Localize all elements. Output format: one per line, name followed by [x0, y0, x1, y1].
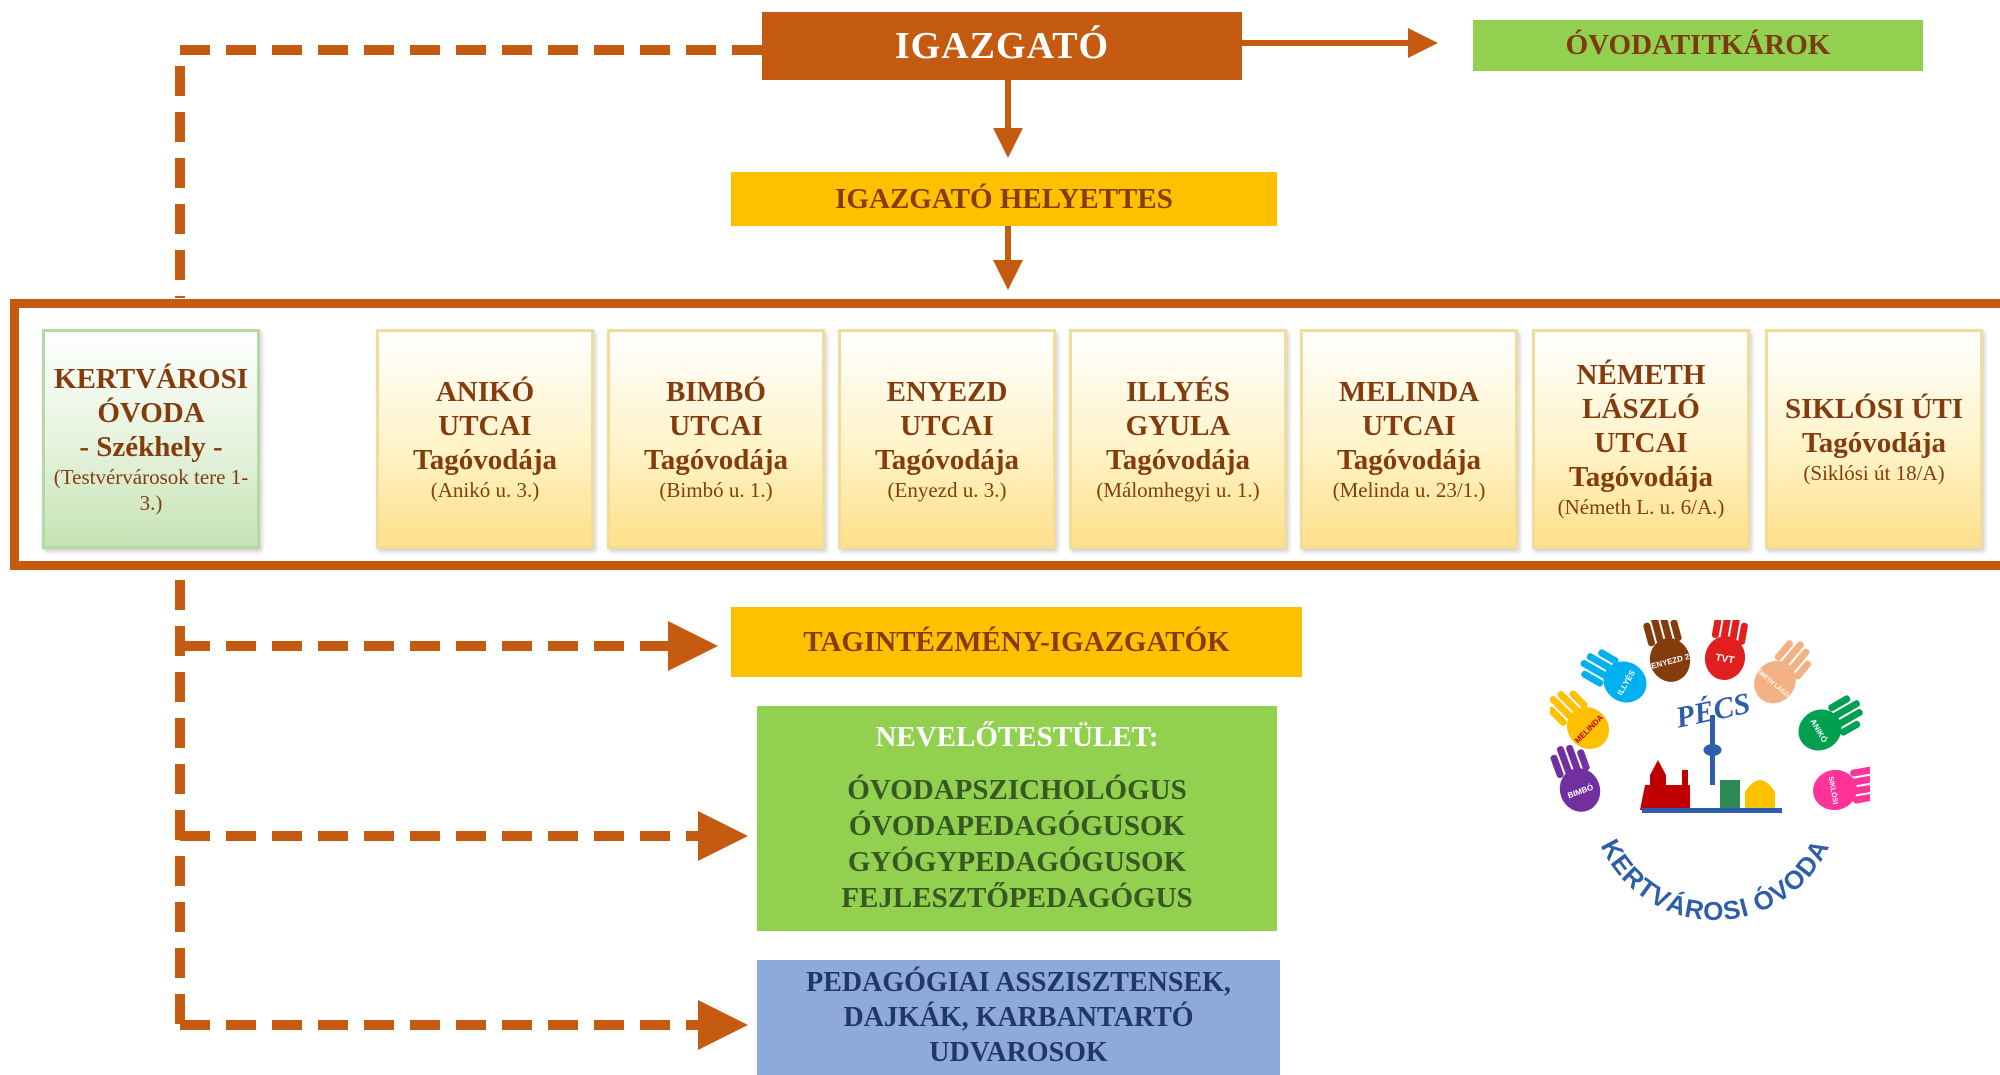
hand-enyezd: ENYEZD 2	[1643, 620, 1691, 682]
staff-item: ÓVODAPSZICHOLÓGUS	[847, 774, 1187, 806]
assistants-line: UDVAROSOK	[929, 1037, 1108, 1068]
assistants-line: DAJKÁK, KARBANTARTÓ	[843, 1002, 1194, 1033]
unit-line-2: UTCAI	[669, 410, 763, 442]
director-box: IGAZGATÓ	[762, 12, 1242, 80]
unit-line-1: NÉMETH	[1576, 359, 1706, 391]
unit-line-1: ANIKÓ	[435, 376, 535, 408]
unit-line-1: KERTVÁROSI	[54, 363, 248, 395]
unit-line-1: SIKLÓSI ÚTI	[1784, 393, 1964, 425]
hand-nemeth-laszlo: NÉMETH LÁSZLÓ	[1752, 640, 1812, 703]
hand-tvt: TVT	[1704, 620, 1748, 680]
skyline-icon	[1640, 715, 1782, 813]
unit-address: (Málomhegyi u. 1.)	[1096, 478, 1260, 502]
unit-line-1: BIMBÓ	[666, 376, 766, 408]
hand-label: TVT	[1714, 652, 1735, 666]
unit-address: (Siklósi út 18/A)	[1803, 461, 1945, 485]
unit-melinda: MELINDA UTCAI Tagóvodája (Melinda u. 23/…	[1300, 329, 1518, 549]
hand-aniko: ANIKÓ	[1798, 695, 1863, 751]
unit-heads-label: TAGINTÉZMÉNY-IGAZGATÓK	[803, 625, 1230, 658]
unit-siklosi-uti: SIKLÓSI ÚTI Tagóvodája (Siklósi út 18/A)	[1765, 329, 1983, 549]
assistants-box: PEDAGÓGIAI ASSZISZTENSEK, DAJKÁK, KARBAN…	[757, 960, 1280, 1075]
unit-line-2: UTCAI	[1362, 410, 1456, 442]
unit-address: (Anikó u. 3.)	[430, 478, 540, 502]
unit-address: (Melinda u. 23/1.)	[1332, 478, 1486, 502]
unit-line-3: Tagóvodája	[1106, 444, 1250, 476]
unit-address: (Testvérvárosok tere 1-3.)	[53, 465, 249, 515]
unit-line-2b: UTCAI	[1594, 427, 1688, 459]
unit-heads-box: TAGINTÉZMÉNY-IGAZGATÓK	[731, 607, 1302, 677]
staff-item: FEJLESZTŐPEDAGÓGUS	[841, 882, 1193, 914]
assistants-line: PEDAGÓGIAI ASSZISZTENSEK,	[806, 967, 1231, 998]
unit-illyes-gyula: ILLYÉS GYULA Tagóvodája (Málomhegyi u. 1…	[1069, 329, 1287, 549]
unit-address: (Németh L. u. 6/A.)	[1557, 495, 1725, 519]
unit-nemeth-laszlo: NÉMETH LÁSZLÓ UTCAI Tagóvodája (Németh L…	[1532, 329, 1750, 549]
staff-item: ÓVODAPEDAGÓGUSOK	[848, 810, 1186, 842]
unit-bimbo: BIMBÓ UTCAI Tagóvodája (Bimbó u. 1.)	[607, 329, 825, 549]
unit-line-3: - Székhely -	[79, 431, 223, 463]
director-label: IGAZGATÓ	[894, 25, 1110, 67]
kindergarten-logo: BIMBÓ MELINDA ILLYÉS ENYEZD 2 TVT	[1550, 620, 1870, 940]
unit-line-3: Tagóvodája	[875, 444, 1019, 476]
unit-line-2: LÁSZLÓ	[1582, 393, 1700, 425]
dashed-line-top	[175, 45, 762, 298]
deputy-box: IGAZGATÓ HELYETTES	[731, 172, 1277, 226]
unit-line-1: MELINDA	[1338, 376, 1480, 408]
unit-kertvarosi: KERTVÁROSI ÓVODA - Székhely - (Testvérvá…	[42, 329, 260, 549]
unit-address: (Enyezd u. 3.)	[887, 478, 1007, 502]
unit-address: (Bimbó u. 1.)	[659, 478, 773, 502]
hand-illyes: ILLYÉS	[1580, 649, 1647, 703]
logo-name: KERTVÁROSI ÓVODA	[1595, 834, 1835, 926]
unit-line-1: ENYEZD	[886, 376, 1008, 408]
unit-line-3: Tagóvodája	[644, 444, 788, 476]
unit-line-2: UTCAI	[438, 410, 532, 442]
unit-aniko: ANIKÓ UTCAI Tagóvodája (Anikó u. 3.)	[376, 329, 594, 549]
hand-siklosi: SIKLÓSI	[1813, 766, 1870, 811]
deputy-label: IGAZGATÓ HELYETTES	[835, 182, 1173, 215]
hand-melinda: MELINDA	[1550, 690, 1610, 750]
unit-line-2: GYULA	[1125, 410, 1231, 442]
teaching-staff-title: NEVELŐTESTÜLET:	[875, 721, 1159, 753]
hand-bimbo: BIMBÓ	[1550, 744, 1601, 812]
teaching-staff-box: NEVELŐTESTÜLET: ÓVODAPSZICHOLÓGUS ÓVODAP…	[757, 706, 1277, 931]
unit-line-3: Tagóvodája	[1802, 427, 1946, 459]
unit-line-1: ILLYÉS	[1126, 376, 1230, 408]
unit-line-3: Tagóvodája	[1569, 461, 1713, 493]
unit-line-3: Tagóvodája	[1337, 444, 1481, 476]
secretaries-label: ÓVODATITKÁROK	[1565, 29, 1831, 61]
staff-item: GYÓGYPEDAGÓGUSOK	[847, 846, 1187, 878]
secretaries-box: ÓVODATITKÁROK	[1473, 20, 1923, 71]
unit-line-2: UTCAI	[900, 410, 994, 442]
unit-line-3: Tagóvodája	[413, 444, 557, 476]
unit-enyezd: ENYEZD UTCAI Tagóvodája (Enyezd u. 3.)	[838, 329, 1056, 549]
unit-line-2: ÓVODA	[97, 397, 205, 429]
